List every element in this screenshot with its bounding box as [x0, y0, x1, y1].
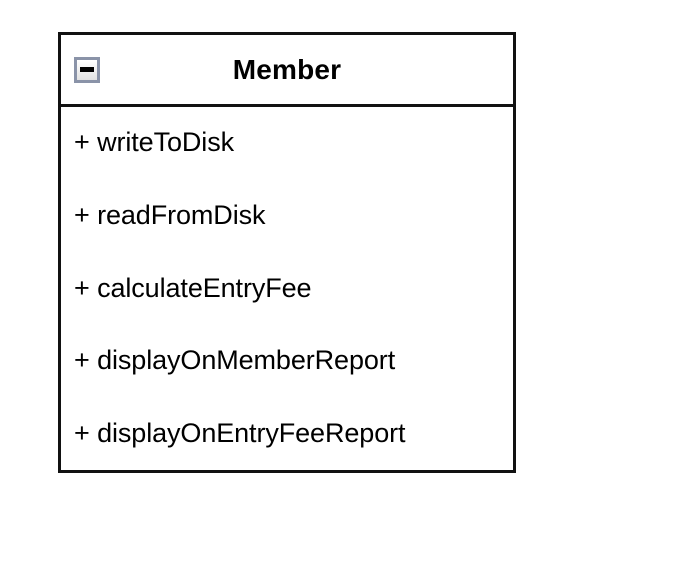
- member-label: + writeToDisk: [74, 127, 234, 158]
- class-name-label: Member: [232, 53, 342, 85]
- member-row[interactable]: + calculateEntryFee: [61, 252, 513, 325]
- member-label: + readFromDisk: [74, 200, 266, 231]
- member-row[interactable]: + readFromDisk: [61, 180, 513, 253]
- member-label: + displayOnMemberReport: [74, 345, 396, 376]
- member-row[interactable]: + writeToDisk: [61, 107, 513, 180]
- member-label: + displayOnEntryFeeReport: [74, 417, 406, 448]
- member-label: + calculateEntryFee: [74, 272, 312, 303]
- minus-icon[interactable]: [74, 56, 100, 83]
- minus-bar-glyph: [80, 67, 94, 72]
- uml-class-box-member[interactable]: Member + writeToDisk + readFromDisk + ca…: [58, 32, 516, 473]
- member-row[interactable]: + displayOnEntryFeeReport: [61, 397, 513, 470]
- uml-class-header: Member: [61, 35, 513, 107]
- member-row[interactable]: + displayOnMemberReport: [61, 325, 513, 398]
- uml-members-compartment: + writeToDisk + readFromDisk + calculate…: [61, 107, 513, 470]
